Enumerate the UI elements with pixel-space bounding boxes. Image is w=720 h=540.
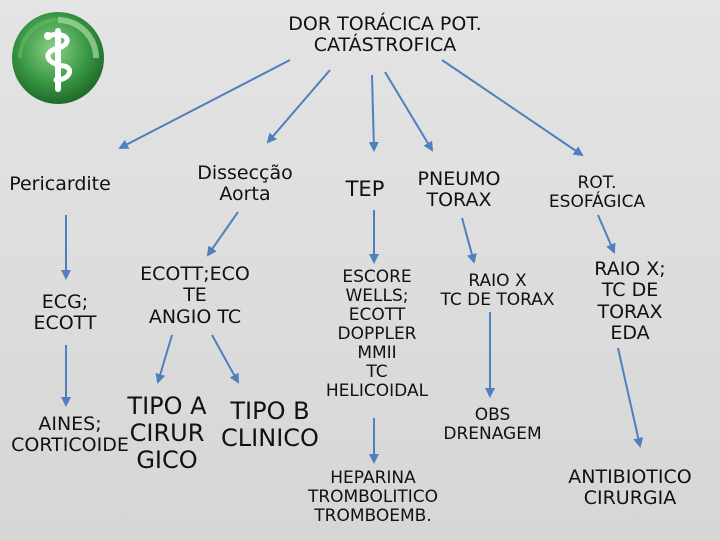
- pericardite-node: Pericardite: [9, 173, 111, 195]
- pericardite-exams: ECG; ECOTT: [33, 291, 97, 335]
- tep-node: TEP: [345, 177, 385, 201]
- root-node: DOR TORÁCICA POT. CATÁSTROFICA: [288, 13, 482, 57]
- arrow-root-pneumo: [384, 71, 434, 152]
- arrow-rot-exams: [597, 214, 616, 254]
- pneumo-exams: RAIO X TC DE TORAX: [440, 271, 555, 311]
- caduceus-snake-icon: [12, 12, 104, 104]
- caduceus-logo: [8, 8, 108, 112]
- tep-exams: ESCORE WELLS; ECOTT DOPPLER MMII TC HELI…: [325, 267, 429, 402]
- arrow-root-tep: [368, 74, 379, 152]
- arrow-disseccao-type-a: [155, 334, 173, 384]
- arrow-root-disseccao: [266, 69, 331, 144]
- rot-node: ROT. ESOFÁGICA: [548, 173, 646, 213]
- disseccao-type-b: TIPO B CLINICO: [221, 397, 319, 452]
- arrow-disseccao-exams: [206, 211, 239, 257]
- disseccao-node: Dissecção Aorta: [197, 162, 293, 206]
- arrow-disseccao-type-b: [211, 334, 239, 384]
- rot-treatment: ANTIBIOTICO CIRURGIA: [568, 466, 692, 510]
- arrow-pneumo-exams: [461, 217, 477, 264]
- tep-treatment: HEPARINA TROMBOLITICO TROMBOEMB.: [307, 468, 439, 527]
- arrow-root-rot: [441, 59, 584, 157]
- pneumo-treatment: OBS DRENAGEM: [443, 405, 542, 445]
- rot-exams: RAIO X; TC DE TORAX EDA: [594, 258, 666, 344]
- arrow-root-pericardite: [118, 59, 291, 149]
- pneumo-node: PNEUMO TORAX: [417, 168, 501, 212]
- disseccao-exams: ECOTT;ECO TE ANGIO TC: [140, 263, 250, 328]
- arrow-rot-treatment: [617, 347, 644, 448]
- pericardite-treatment: AINES; CORTICOIDE: [11, 413, 129, 457]
- disseccao-type-a: TIPO A CIRUR GICO: [127, 392, 207, 474]
